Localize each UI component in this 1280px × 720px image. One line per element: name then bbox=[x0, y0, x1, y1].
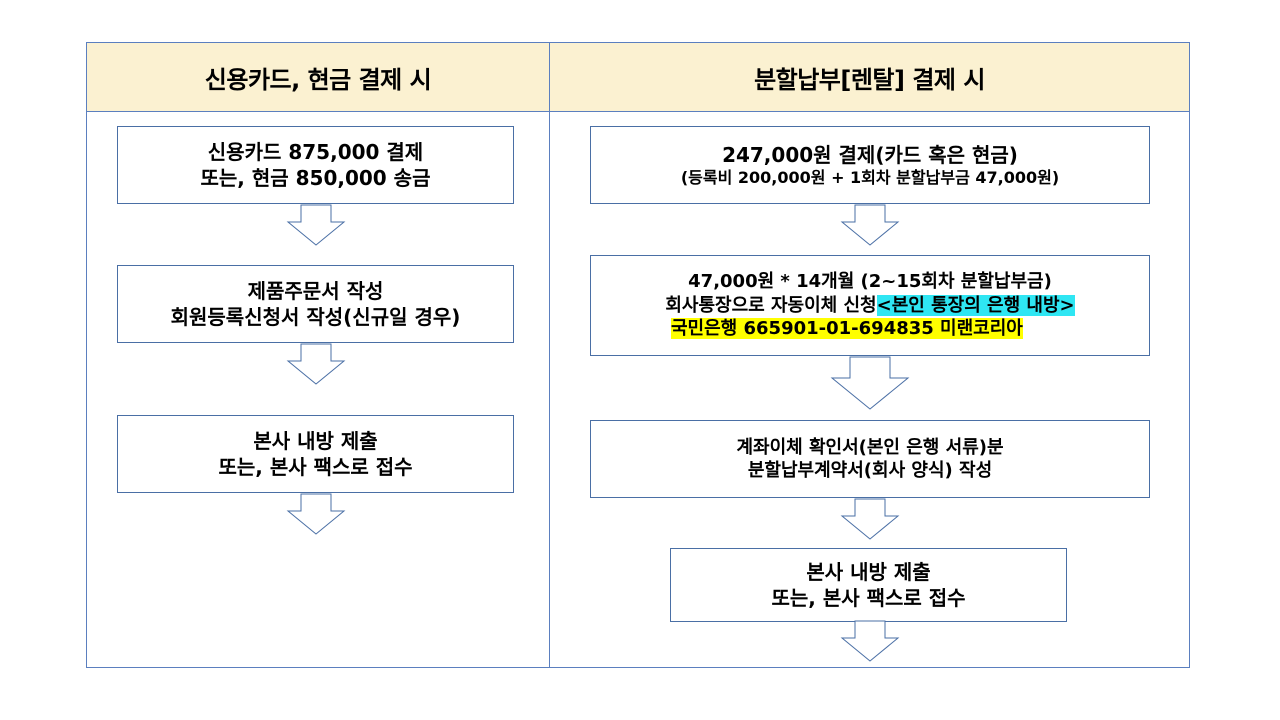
left-step-3-line-2: 또는, 본사 팩스로 접수 bbox=[218, 455, 413, 479]
down-arrow-icon bbox=[286, 493, 346, 535]
header-divider bbox=[86, 111, 1190, 112]
bank-visit-highlight: <본인 통장의 은행 내방> bbox=[876, 294, 1075, 316]
right-step-2-box: 47,000원 * 14개월 (2~15회차 분할납부금) 회사통장으로 자동이… bbox=[590, 255, 1150, 356]
right-step-2-line-3: 국민은행 665901-01-694835 미랜코리아 bbox=[671, 317, 1023, 341]
left-step-2-box: 제품주문서 작성 회원등록신청서 작성(신규일 경우) bbox=[117, 265, 514, 343]
right-step-1-line-2: (등록비 200,000원 + 1회차 분할납부금 47,000원) bbox=[680, 167, 1060, 187]
header-band bbox=[87, 43, 1189, 111]
left-column-title: 신용카드, 현금 결제 시 bbox=[204, 65, 432, 94]
left-step-1-box: 신용카드 875,000 결제 또는, 현금 850,000 송금 bbox=[117, 126, 514, 204]
down-arrow-icon bbox=[286, 343, 346, 385]
left-step-1-line-1: 신용카드 875,000 결제 bbox=[207, 140, 424, 164]
down-arrow-icon bbox=[840, 620, 900, 662]
comparison-table bbox=[86, 42, 1190, 668]
right-step-4-box: 본사 내방 제출 또는, 본사 팩스로 접수 bbox=[670, 548, 1067, 622]
left-step-1-line-2: 또는, 현금 850,000 송금 bbox=[200, 166, 431, 190]
column-divider bbox=[549, 42, 550, 668]
left-step-2-line-1: 제품주문서 작성 bbox=[247, 279, 384, 303]
right-step-1-line-1: 247,000원 결제(카드 혹은 현금) bbox=[722, 142, 1018, 167]
right-step-2-line-1: 47,000원 * 14개월 (2~15회차 분할납부금) bbox=[688, 270, 1052, 292]
down-arrow-icon bbox=[840, 498, 900, 540]
left-step-3-line-1: 본사 내방 제출 bbox=[253, 429, 378, 453]
right-step-3-line-2: 분할납부계약서(회사 양식) 작성 bbox=[747, 460, 993, 481]
right-step-2-line-2: 회사통장으로 자동이체 신청<본인 통장의 은행 내방> bbox=[665, 294, 1075, 318]
right-column-title: 분할납부[렌탈] 결제 시 bbox=[754, 65, 985, 94]
right-step-4-line-1: 본사 내방 제출 bbox=[806, 560, 931, 584]
down-arrow-icon bbox=[840, 204, 900, 246]
left-step-3-box: 본사 내방 제출 또는, 본사 팩스로 접수 bbox=[117, 415, 514, 493]
right-step-1-box: 247,000원 결제(카드 혹은 현금) (등록비 200,000원 + 1회… bbox=[590, 126, 1150, 204]
right-step-2-line-2-text: 회사통장으로 자동이체 신청 bbox=[665, 294, 877, 316]
bank-account-highlight: 국민은행 665901-01-694835 미랜코리아 bbox=[671, 318, 1023, 340]
left-step-2-line-2: 회원등록신청서 작성(신규일 경우) bbox=[170, 305, 461, 329]
down-arrow-icon bbox=[830, 356, 910, 410]
down-arrow-icon bbox=[286, 204, 346, 246]
right-step-3-box: 계좌이체 확인서(본인 은행 서류)분 분할납부계약서(회사 양식) 작성 bbox=[590, 420, 1150, 498]
right-step-4-line-2: 또는, 본사 팩스로 접수 bbox=[771, 586, 966, 610]
right-step-3-line-1: 계좌이체 확인서(본인 은행 서류)분 bbox=[736, 436, 1004, 458]
